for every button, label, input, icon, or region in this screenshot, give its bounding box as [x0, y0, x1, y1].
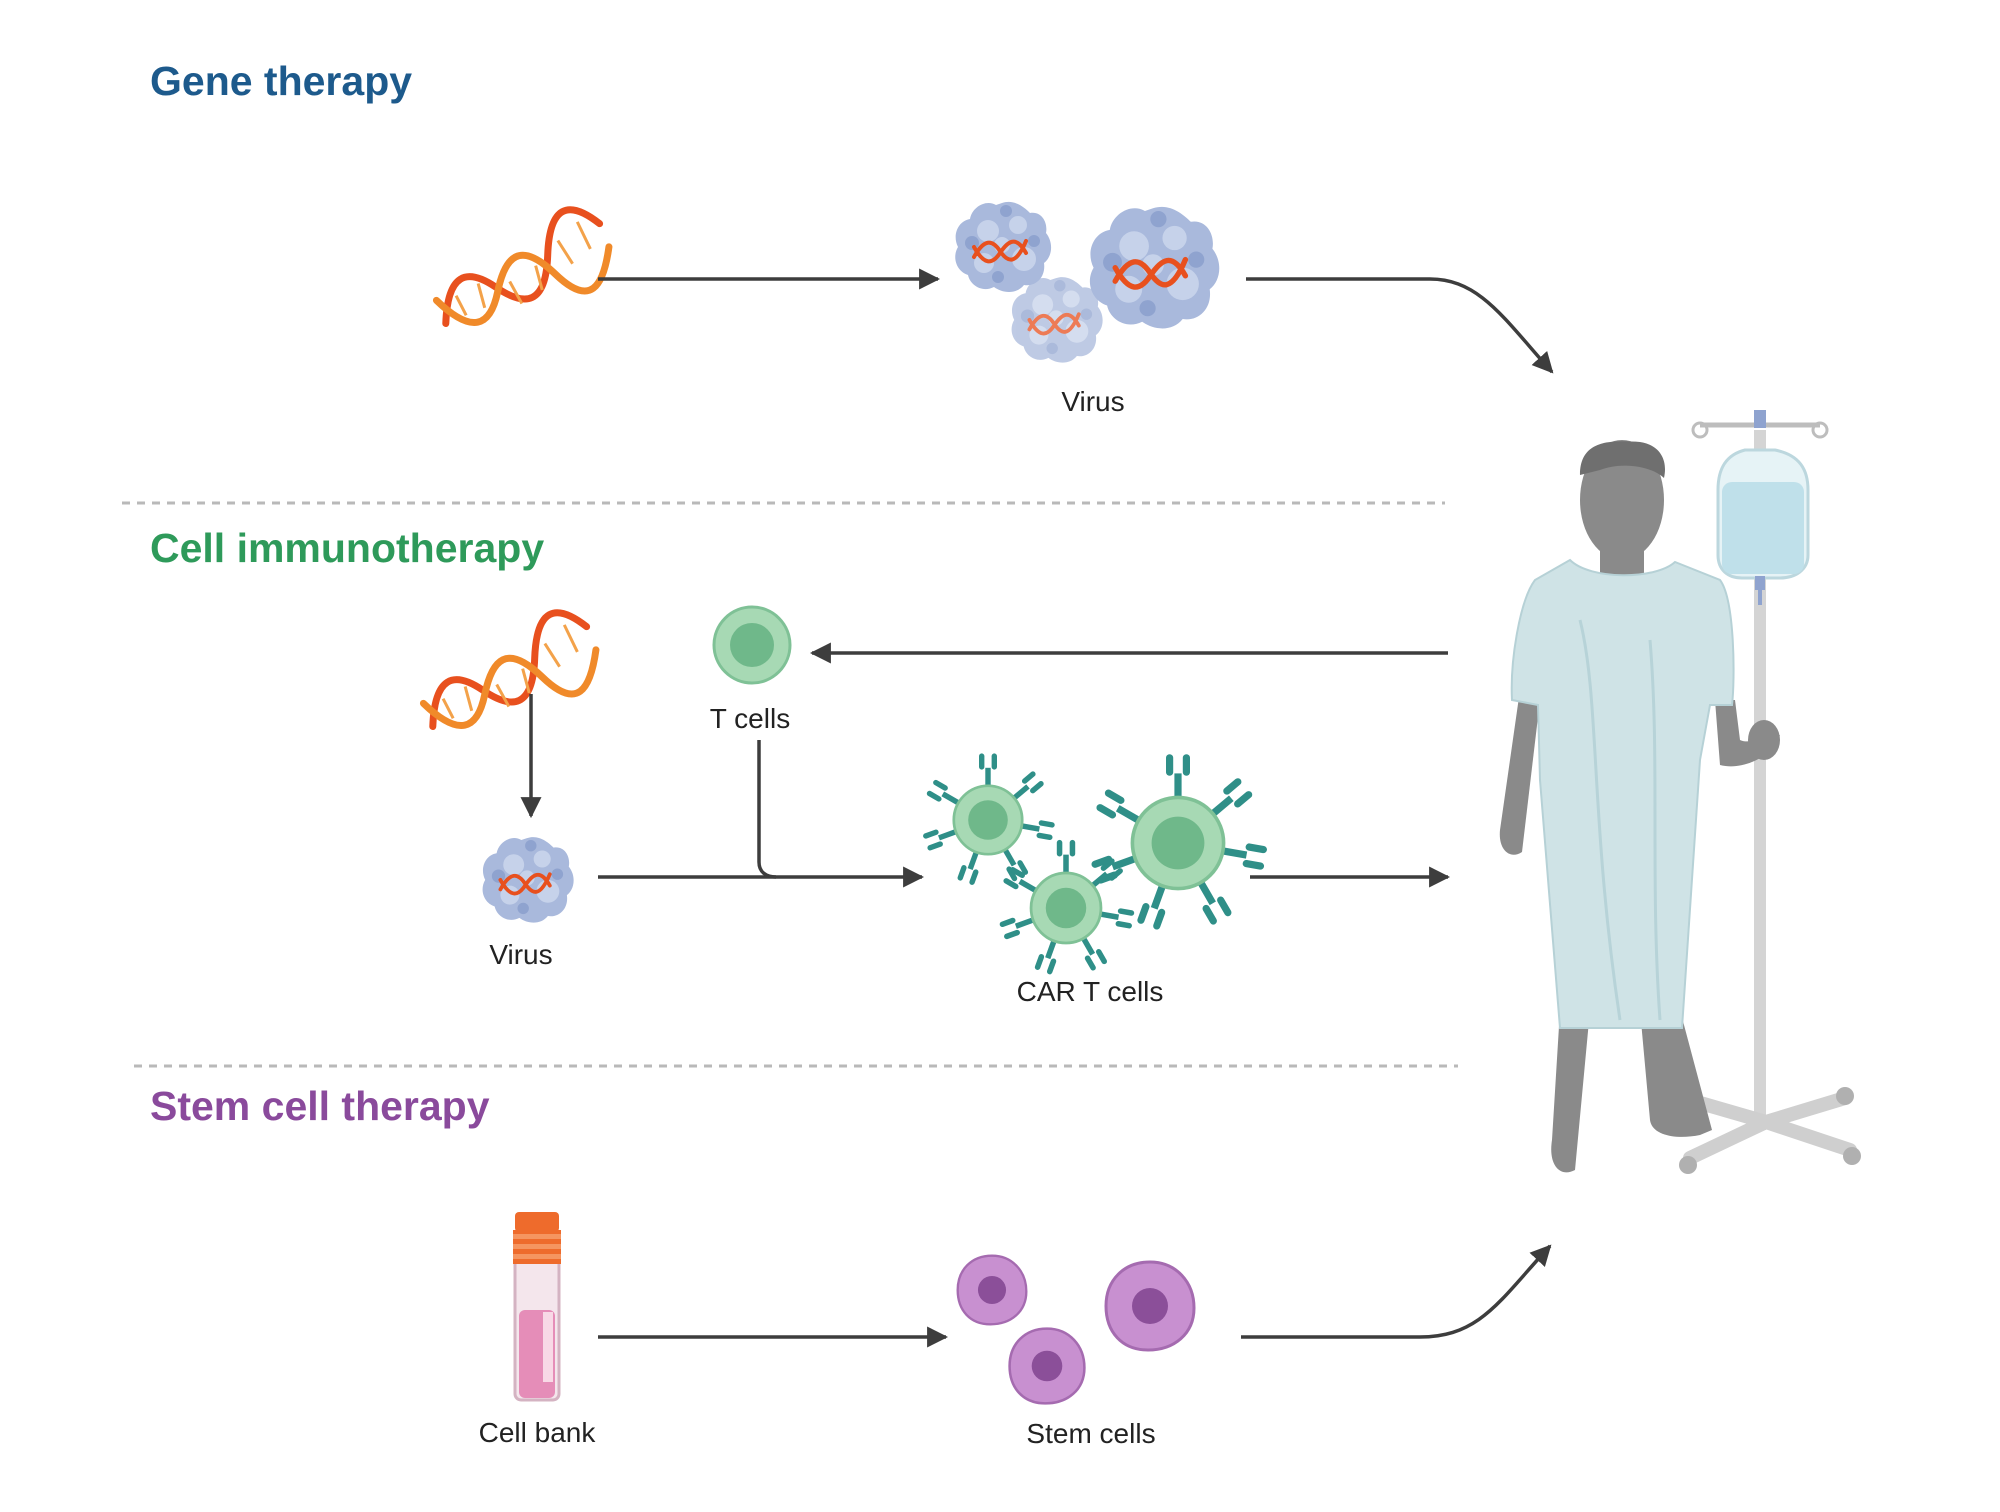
stem-cells-label: Stem cells — [1026, 1418, 1155, 1449]
car-t-cell-icon — [999, 840, 1135, 975]
virus-icon — [480, 835, 576, 925]
stem-cell-therapy-title: Stem cell therapy — [150, 1083, 490, 1129]
virus-icon — [1009, 275, 1105, 365]
virus-label-gene: Virus — [1061, 386, 1124, 417]
virus-label-immuno: Virus — [489, 939, 552, 970]
car-t-cell-icon — [1090, 754, 1267, 930]
stem-cell-icon — [1104, 1260, 1196, 1352]
stem-cell-icon — [956, 1254, 1028, 1326]
virus-icon — [1090, 207, 1219, 329]
arrow-stem-cells-to-patient — [1241, 1244, 1552, 1339]
t-cells-label: T cells — [710, 703, 790, 734]
virus-icon — [953, 199, 1054, 294]
patient-icon — [1499, 440, 1780, 1173]
iv-stand-icon — [1679, 410, 1861, 1174]
t-cell-icon — [712, 605, 792, 685]
stem-cell-icon — [1008, 1327, 1086, 1405]
cell-bank-label: Cell bank — [479, 1417, 597, 1448]
cell-bank-vial-icon — [513, 1212, 561, 1402]
dna-icon — [410, 603, 608, 747]
dna-icon — [423, 200, 621, 344]
arrow-virus-to-patient — [1246, 277, 1554, 374]
cell-immunotherapy-title: Cell immunotherapy — [150, 525, 544, 571]
car-t-cells-label: CAR T cells — [1017, 976, 1164, 1007]
arrow-t-cells-merge — [757, 740, 777, 879]
gene-therapy-title: Gene therapy — [150, 58, 412, 104]
car-t-cell-icon — [922, 753, 1055, 885]
